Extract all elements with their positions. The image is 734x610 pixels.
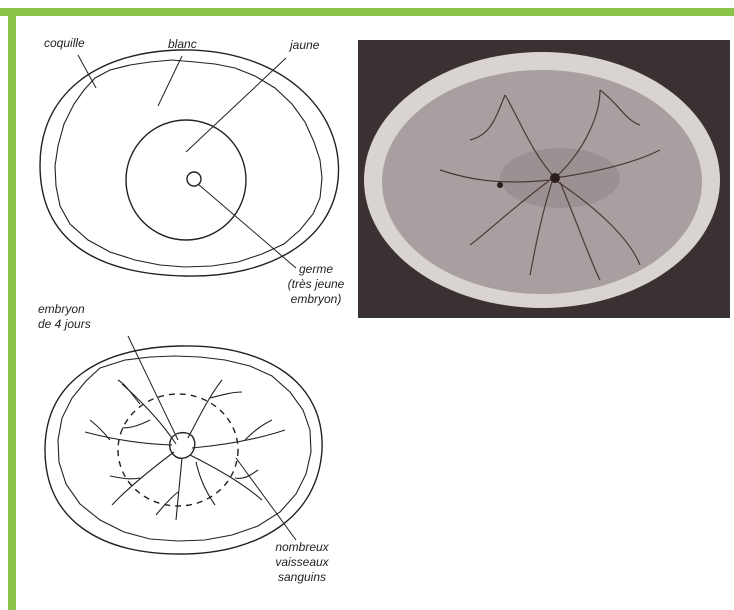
label-embryon-line1: embryon [38,302,91,317]
label-blanc: blanc [168,37,197,52]
leader-jaune [186,58,286,152]
label-jaune: jaune [290,38,319,53]
label-vaisseaux-line1: nombreux [262,540,342,555]
label-germe-line3: embryon) [276,292,356,307]
label-germe: germe (très jeune embryon) [276,262,356,307]
embryo-shape [170,433,195,459]
label-vaisseaux-line3: sanguins [262,570,342,585]
egg-inner-membrane [55,60,322,267]
fresh-egg-drawing [40,50,339,276]
label-vaisseaux: nombreux vaisseaux sanguins [262,540,342,585]
label-embryon-line2: de 4 jours [38,317,91,332]
label-germe-line2: (très jeune [276,277,356,292]
label-germe-line1: germe [276,262,356,277]
leader-vaisseaux [236,458,296,540]
label-vaisseaux-line2: vaisseaux [262,555,342,570]
label-coquille: coquille [44,36,85,51]
leader-blanc [158,56,182,106]
germ-circle [187,172,201,186]
leader-embryon [128,336,178,440]
leader-germe [198,184,296,268]
label-embryon: embryon de 4 jours [38,302,91,332]
egg-shell-outline [40,50,339,276]
embryo-egg-drawing [45,336,322,554]
yolk-circle [126,120,246,240]
egg-photo [358,40,730,318]
